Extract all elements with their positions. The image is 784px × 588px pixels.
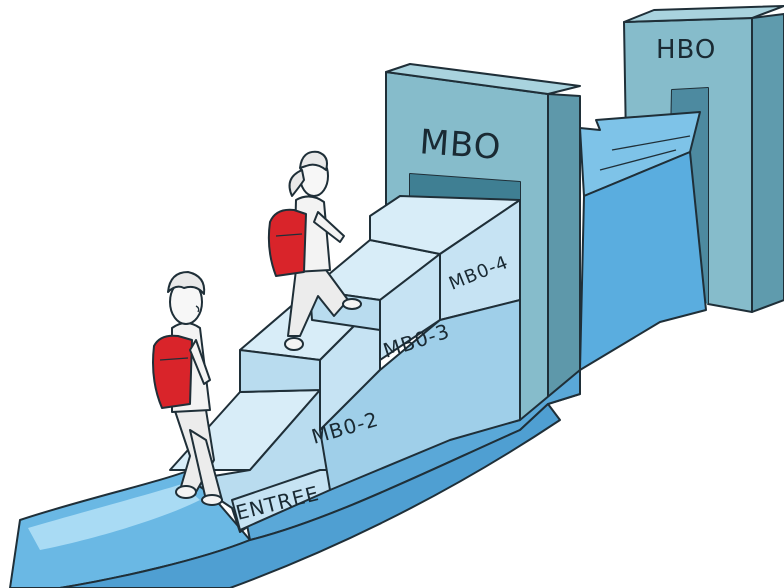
hbo-gate-label: HBO	[656, 35, 716, 65]
path-to-hbo	[579, 111, 707, 371]
backpack-icon	[152, 334, 193, 409]
staircase	[169, 195, 521, 533]
student-boy	[152, 271, 223, 506]
mbo-gate-label: MBO	[418, 122, 502, 168]
student-girl	[267, 150, 362, 351]
backpack-icon	[267, 208, 307, 277]
